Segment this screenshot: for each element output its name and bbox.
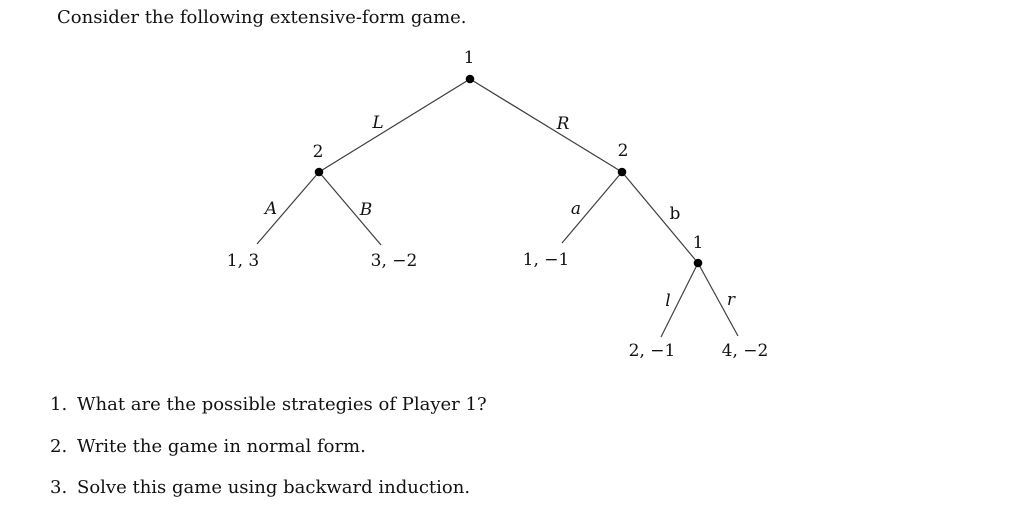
payoff-after-B: 3, −2 — [370, 251, 418, 271]
payoff-after-A: 1, 3 — [226, 251, 260, 271]
payoff-after-a: 1, −1 — [522, 250, 570, 270]
edge-L — [318, 78, 471, 173]
edge-r — [697, 262, 739, 337]
question-item-2: 2. Write the game in normal form. — [50, 436, 366, 457]
edge-label-L: L — [372, 113, 384, 133]
question-number: 3. — [50, 477, 68, 498]
edge-label-B: B — [359, 200, 373, 220]
edge-label-r: r — [726, 290, 736, 310]
game-tree: 1 2 2 1 L R A B a b l r 1, 3 3, −2 1, −1… — [226, 48, 769, 361]
edge-label-l: l — [665, 291, 671, 311]
payoff-after-l: 2, −1 — [628, 341, 676, 361]
edge-label-a: a — [570, 199, 582, 219]
edge-l — [660, 262, 699, 338]
node-label-sub: 1 — [692, 233, 704, 253]
question-number: 2. — [50, 436, 68, 457]
question-text: Write the game in normal form. — [77, 436, 366, 457]
question-text: Solve this game using backward induction… — [77, 477, 471, 498]
question-item-1: 1. What are the possible strategies of Pl… — [50, 394, 487, 415]
root-node-dot — [465, 74, 475, 84]
edge-R — [469, 78, 623, 173]
node-label-right: 2 — [617, 141, 629, 161]
question-item-3: 3. Solve this game using backward inducti… — [50, 477, 470, 498]
tree-edges-and-nodes — [256, 74, 739, 338]
sub-node-dot — [693, 258, 703, 268]
edge-label-R: R — [556, 114, 570, 134]
edge-b — [621, 171, 699, 264]
node-label-left: 2 — [312, 142, 324, 162]
right-node-dot — [617, 167, 627, 177]
question-number: 1. — [50, 394, 68, 415]
node-label-root: 1 — [463, 48, 475, 68]
question-text: What are the possible strategies of Play… — [77, 394, 487, 415]
edge-label-A: A — [264, 199, 278, 219]
payoff-after-r: 4, −2 — [721, 341, 769, 361]
left-node-dot — [314, 167, 324, 177]
edge-A — [256, 171, 320, 245]
edge-B — [318, 171, 382, 246]
page-title: Consider the following extensive-form ga… — [57, 7, 467, 28]
edge-a — [561, 171, 623, 244]
edge-label-b: b — [669, 204, 681, 224]
